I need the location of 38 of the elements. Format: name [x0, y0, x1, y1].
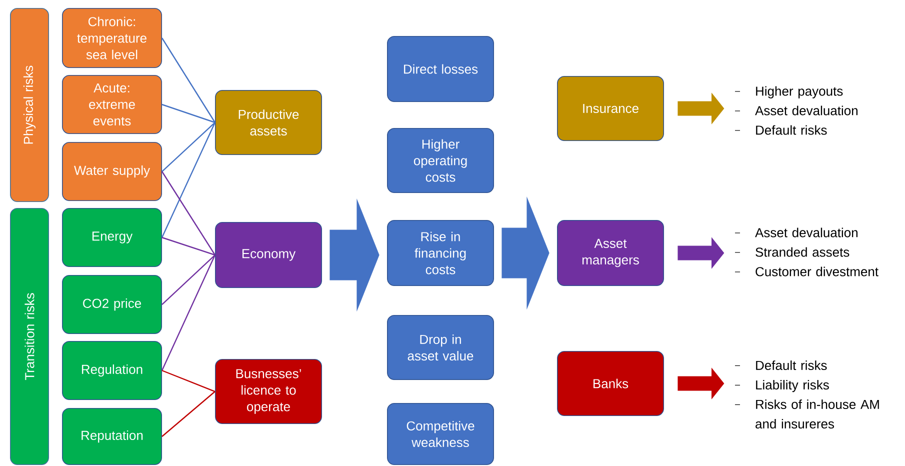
sector-box: Asset managers [557, 220, 664, 286]
impact-box: Productive assets [215, 90, 322, 155]
effect-box: Higher operating costs [387, 128, 494, 193]
effect-box: Drop in asset value [387, 315, 494, 380]
block-arrow [330, 198, 380, 312]
connector-line [162, 370, 216, 392]
category-band: Physical risks [10, 8, 49, 202]
sector-box: Banks [557, 351, 664, 416]
bullet-list: Higher payouts Asset devaluation Default risks [734, 86, 858, 135]
connector-line [161, 254, 216, 371]
impact-box: Economy [215, 222, 322, 288]
bullet-list: Default risks Liability risks Risks of in-house AM and insureres [734, 360, 879, 429]
effect-box: Direct losses [387, 36, 494, 102]
connector-line [162, 38, 216, 123]
connector-line [162, 104, 216, 124]
connector-line [162, 254, 216, 305]
risk-box: Reputation [62, 408, 162, 465]
risk-box: Regulation [62, 341, 162, 400]
connector-line [162, 171, 216, 256]
connector-line [162, 122, 216, 172]
block-arrow [678, 368, 724, 400]
category-band: Transition risks [10, 208, 49, 465]
connector-line [161, 122, 216, 238]
connector-line [162, 391, 216, 437]
risk-box: CO2 price [62, 275, 162, 334]
risk-box: Acute: extreme events [62, 75, 162, 134]
effect-box: Competitive weakness [387, 403, 494, 465]
connector-line [162, 236, 216, 256]
sector-box: Insurance [557, 76, 664, 141]
block-arrow [678, 237, 724, 269]
risk-box: Energy [62, 208, 162, 267]
bullet-list: Asset devaluation Stranded assets Customer divestment [734, 228, 878, 276]
block-arrow [678, 92, 724, 124]
block-arrow [502, 196, 550, 310]
effect-box: Rise in financing costs [387, 220, 494, 286]
risk-box: Chronic: temperature sea level [62, 8, 162, 68]
risk-box: Water supply [62, 142, 162, 201]
impact-box: Busnesses’ licence to operate [215, 359, 322, 424]
